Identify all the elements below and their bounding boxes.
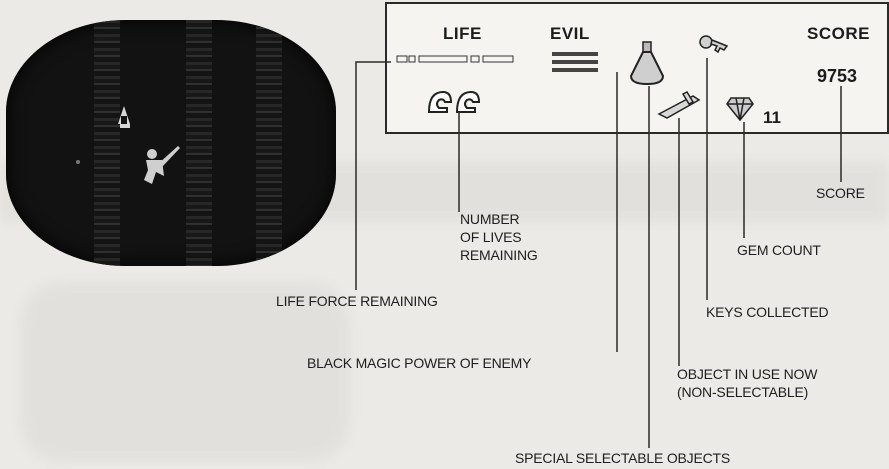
lives-callout-line1: NUMBER [460, 211, 520, 227]
gem-count-value: 11 [763, 108, 781, 127]
score-callout: SCORE [816, 185, 865, 201]
helmet-icon [455, 90, 481, 113]
screen-sprites [76, 106, 180, 184]
evil-label: EVIL [550, 24, 590, 43]
screen-stripe [94, 20, 120, 266]
black-magic-callout: BLACK MAGIC POWER OF ENEMY [307, 355, 532, 371]
gem-count-callout: GEM COUNT [737, 242, 821, 258]
wizard-enemy-icon [118, 106, 130, 128]
hud-graphics [396, 35, 754, 122]
gem-icon [726, 97, 754, 122]
object-in-use-line1: OBJECT IN USE NOW [677, 366, 818, 382]
key-icon [699, 35, 729, 54]
hud-panel: LIFE EVIL SCORE 9753 11 [385, 2, 889, 134]
helmet-icon [427, 90, 453, 113]
game-screen [6, 20, 336, 266]
life-force-bar [396, 55, 514, 63]
keys-callout: KEYS COLLECTED [706, 304, 829, 320]
flask-icon [629, 41, 665, 86]
warrior-player-icon [144, 146, 180, 184]
lives-callout-line2: OF LIVES [460, 229, 522, 245]
evil-power-bars [552, 52, 598, 72]
object-in-use-line2: (NON-SELECTABLE) [677, 384, 809, 400]
special-objects-callout: SPECIAL SELECTABLE OBJECTS [515, 450, 730, 466]
leader-life-force [355, 61, 391, 290]
score-label: SCORE [807, 24, 870, 43]
object-in-use-callout: OBJECT IN USE NOW (NON-SELECTABLE) [677, 365, 817, 401]
bleed-through-box [20, 282, 350, 462]
dagger-icon [657, 91, 701, 119]
lives-callout-line3: REMAINING [460, 247, 538, 263]
screen-speck [76, 160, 80, 164]
screen-stripe [186, 20, 212, 266]
score-value: 9753 [817, 66, 858, 86]
screen-stripe [256, 20, 282, 266]
life-force-callout: LIFE FORCE REMAINING [276, 293, 438, 309]
lives-callout: NUMBER OF LIVES REMAINING [460, 210, 538, 264]
life-label: LIFE [443, 24, 482, 43]
